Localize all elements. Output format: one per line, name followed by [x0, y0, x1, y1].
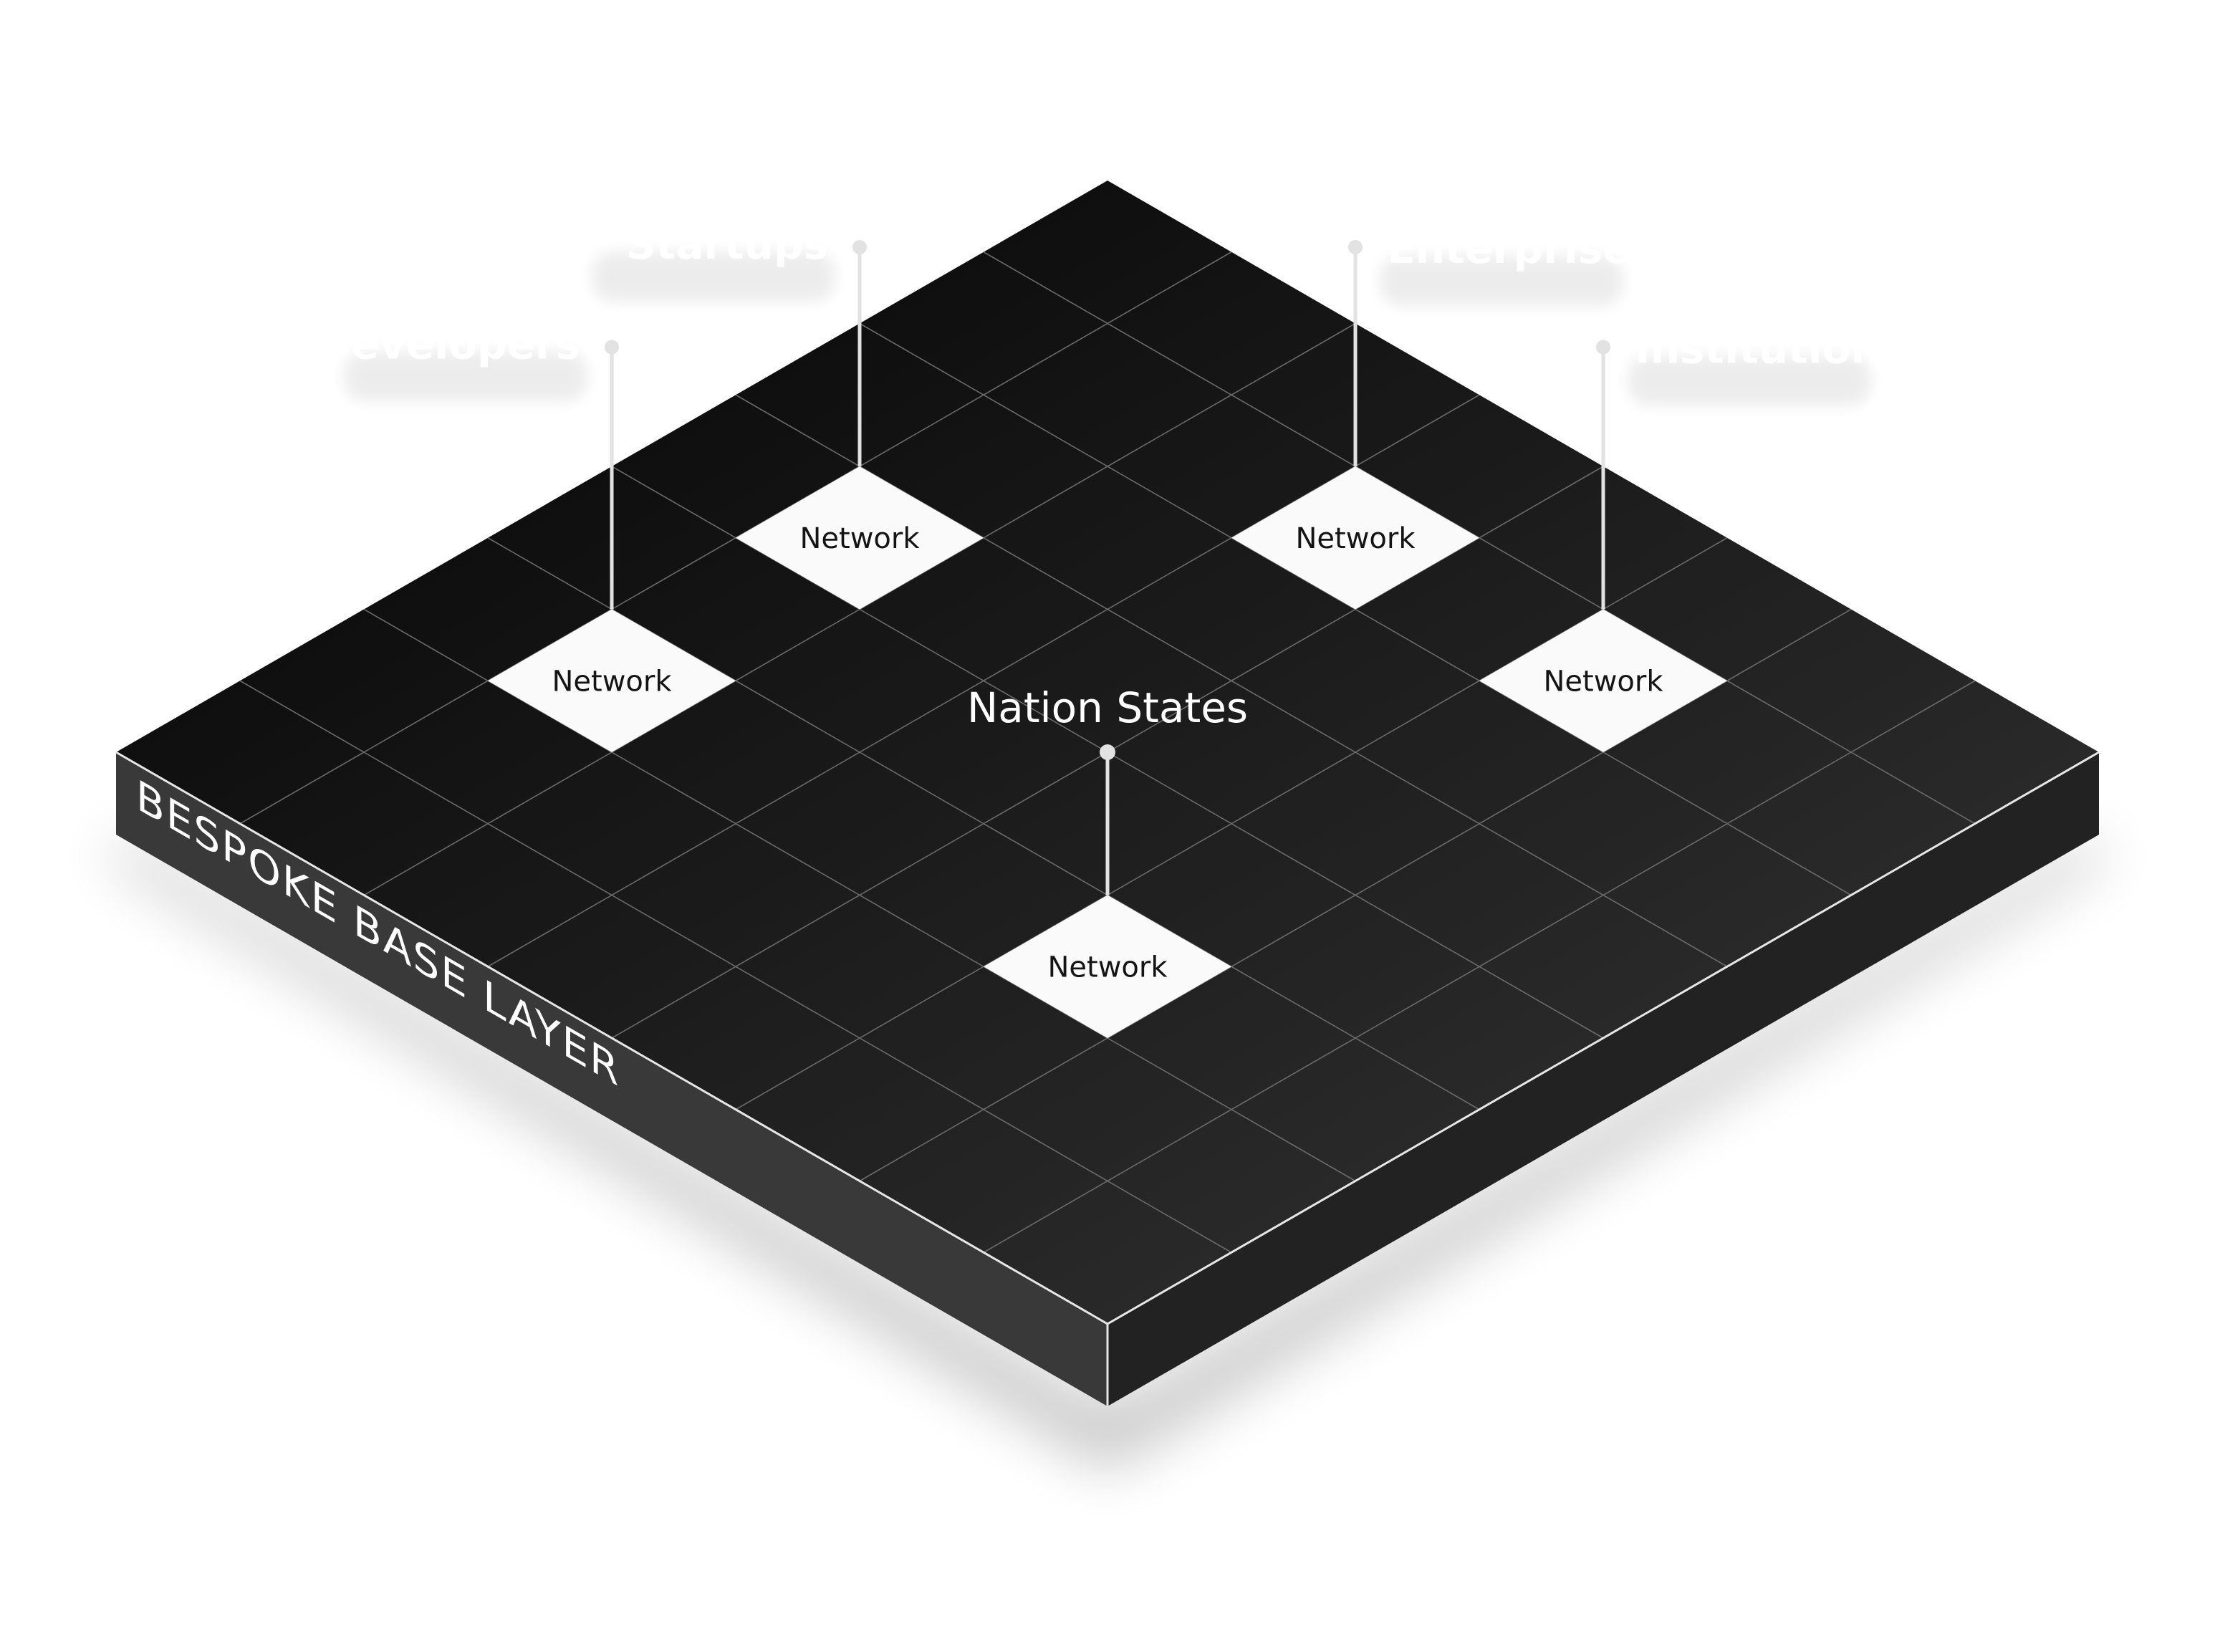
grid-line: [735, 537, 1728, 1110]
segment-label-text: Startups: [626, 220, 828, 269]
label-shadow: [344, 351, 587, 402]
segment-label-developers: Developers: [317, 320, 587, 402]
network-tile-label: Network: [799, 522, 920, 555]
network-tile-shape: [488, 609, 736, 752]
segment-label-text: Nation States: [967, 683, 1248, 732]
segment-label-text: Developers: [317, 320, 580, 369]
network-tile-enterprises[interactable]: Network: [1231, 466, 1479, 610]
pin-developers: [605, 340, 619, 610]
slab-left-wall: [116, 752, 1108, 1406]
network-tile-shape: [984, 895, 1231, 1038]
grid-line: [983, 680, 1976, 1253]
network-tile-nation-states[interactable]: Network: [984, 895, 1231, 1039]
segment-labels: Developers Startups EnterprisesInstitution…: [317, 220, 1906, 732]
pin-dot: [605, 340, 619, 355]
network-tile-label: Network: [552, 665, 672, 698]
network-tile-label: Network: [1047, 951, 1168, 984]
segment-label-enterprises: Enterprises: [1380, 224, 1656, 306]
network-tile-institutions[interactable]: Network: [1479, 609, 1727, 753]
slab-right-wall: [1108, 752, 2099, 1406]
network-tile-shape: [1479, 609, 1727, 752]
label-shadow: [592, 251, 835, 302]
label-shadow: [1380, 256, 1623, 306]
pin-startups: [852, 240, 867, 466]
pin-dot: [1596, 340, 1610, 355]
label-shadow: [1628, 355, 1871, 406]
network-tile-label: Network: [1295, 522, 1416, 555]
pin-dot: [1348, 240, 1363, 254]
grid-line: [487, 537, 1480, 1110]
segment-label-institutions: Institutions: [1628, 325, 1905, 406]
segment-pins: [605, 240, 1610, 895]
pin-dot: [1100, 744, 1115, 760]
network-tile-shape: [736, 466, 984, 610]
segment-label-nation-states: Nation States: [967, 683, 1248, 732]
segment-label-text: Enterprises: [1387, 224, 1656, 273]
pin-institutions: [1596, 340, 1610, 610]
network-tile-label: Network: [1543, 665, 1663, 698]
pin-dot: [852, 240, 867, 254]
segment-label-startups: Startups: [592, 220, 835, 302]
segment-label-text: Institutions: [1635, 325, 1905, 373]
network-tile-developers[interactable]: Network: [488, 609, 736, 753]
slab-edge-highlights: [115, 751, 2100, 1406]
grid-line: [239, 680, 1232, 1253]
pin-nation-states: [1100, 744, 1115, 895]
network-tile-shape: [1231, 466, 1479, 610]
network-tile-startups[interactable]: Network: [736, 466, 984, 610]
pin-enterprises: [1348, 240, 1363, 466]
